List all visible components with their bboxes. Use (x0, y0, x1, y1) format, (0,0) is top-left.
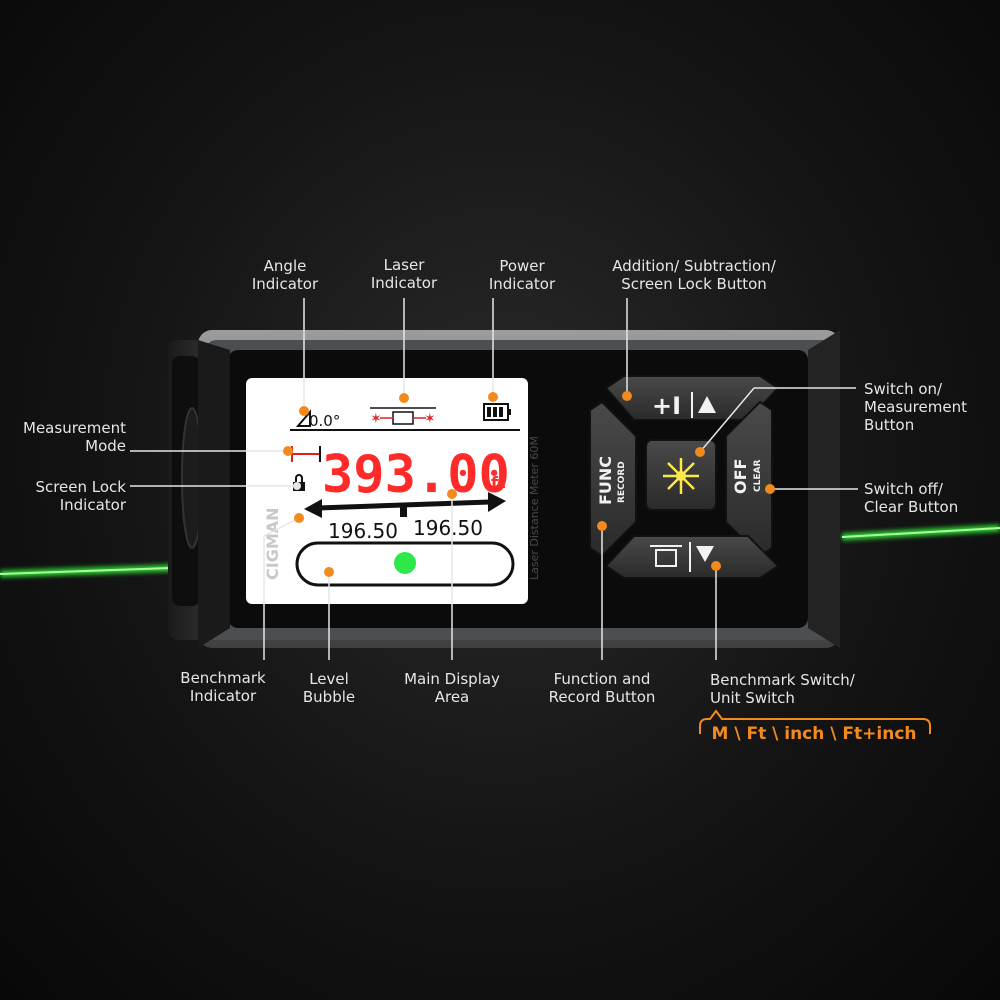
laser-beam-right (841, 524, 1000, 541)
label-switch-off-button: Switch off/Clear Button (864, 480, 959, 516)
side-text: Laser Distance Meter 60M (528, 436, 541, 580)
angle-icon (295, 409, 311, 427)
main-unit: ft (491, 473, 506, 492)
down-arrow-icon (696, 546, 714, 562)
plus-label: +I (652, 392, 681, 420)
benchmark-unit-button[interactable] (604, 535, 780, 579)
up-arrow-icon (698, 396, 716, 413)
laser-beam-left (0, 563, 201, 578)
leader-lines (130, 298, 858, 660)
angle-value: 0.0° (309, 412, 340, 430)
func-record-button[interactable]: FUNC RECORD (589, 400, 637, 558)
svg-text:✶: ✶ (370, 411, 382, 427)
clear-label: CLEAR (753, 460, 763, 492)
unit-options: M \ Ft \ inch \ Ft+inch (711, 724, 917, 744)
lcd-screen: ✶ ✶ (246, 378, 528, 604)
sub-value-left: 196.50 (328, 519, 398, 543)
off-label: OFF (731, 459, 750, 494)
add-subtract-button[interactable]: +I (604, 375, 780, 421)
battery-icon (483, 403, 511, 421)
benchmark-icon (650, 545, 682, 567)
screen-lock-dot (293, 482, 301, 490)
measure-button[interactable] (645, 439, 717, 511)
sub-value-right: 196.50 (413, 516, 483, 540)
label-add-subtract-button: Addition/ Subtraction/Screen Lock Button (612, 257, 776, 293)
func-label: FUNC (596, 456, 615, 505)
callout-dots (283, 391, 775, 577)
label-benchmark-unit-switch: Benchmark Switch/Unit Switch (710, 671, 855, 707)
main-value: 393.00 (322, 445, 510, 505)
brand-logo: CIGMAN (263, 507, 282, 580)
main-arrow (304, 492, 506, 518)
record-label: RECORD (617, 461, 627, 503)
unit-bracket (699, 709, 931, 734)
level-bubble-bar (295, 541, 515, 587)
svg-text:✶: ✶ (424, 411, 436, 427)
off-clear-button[interactable]: OFF CLEAR (725, 400, 773, 558)
laser-indicator-icon: ✶ ✶ (370, 407, 436, 427)
